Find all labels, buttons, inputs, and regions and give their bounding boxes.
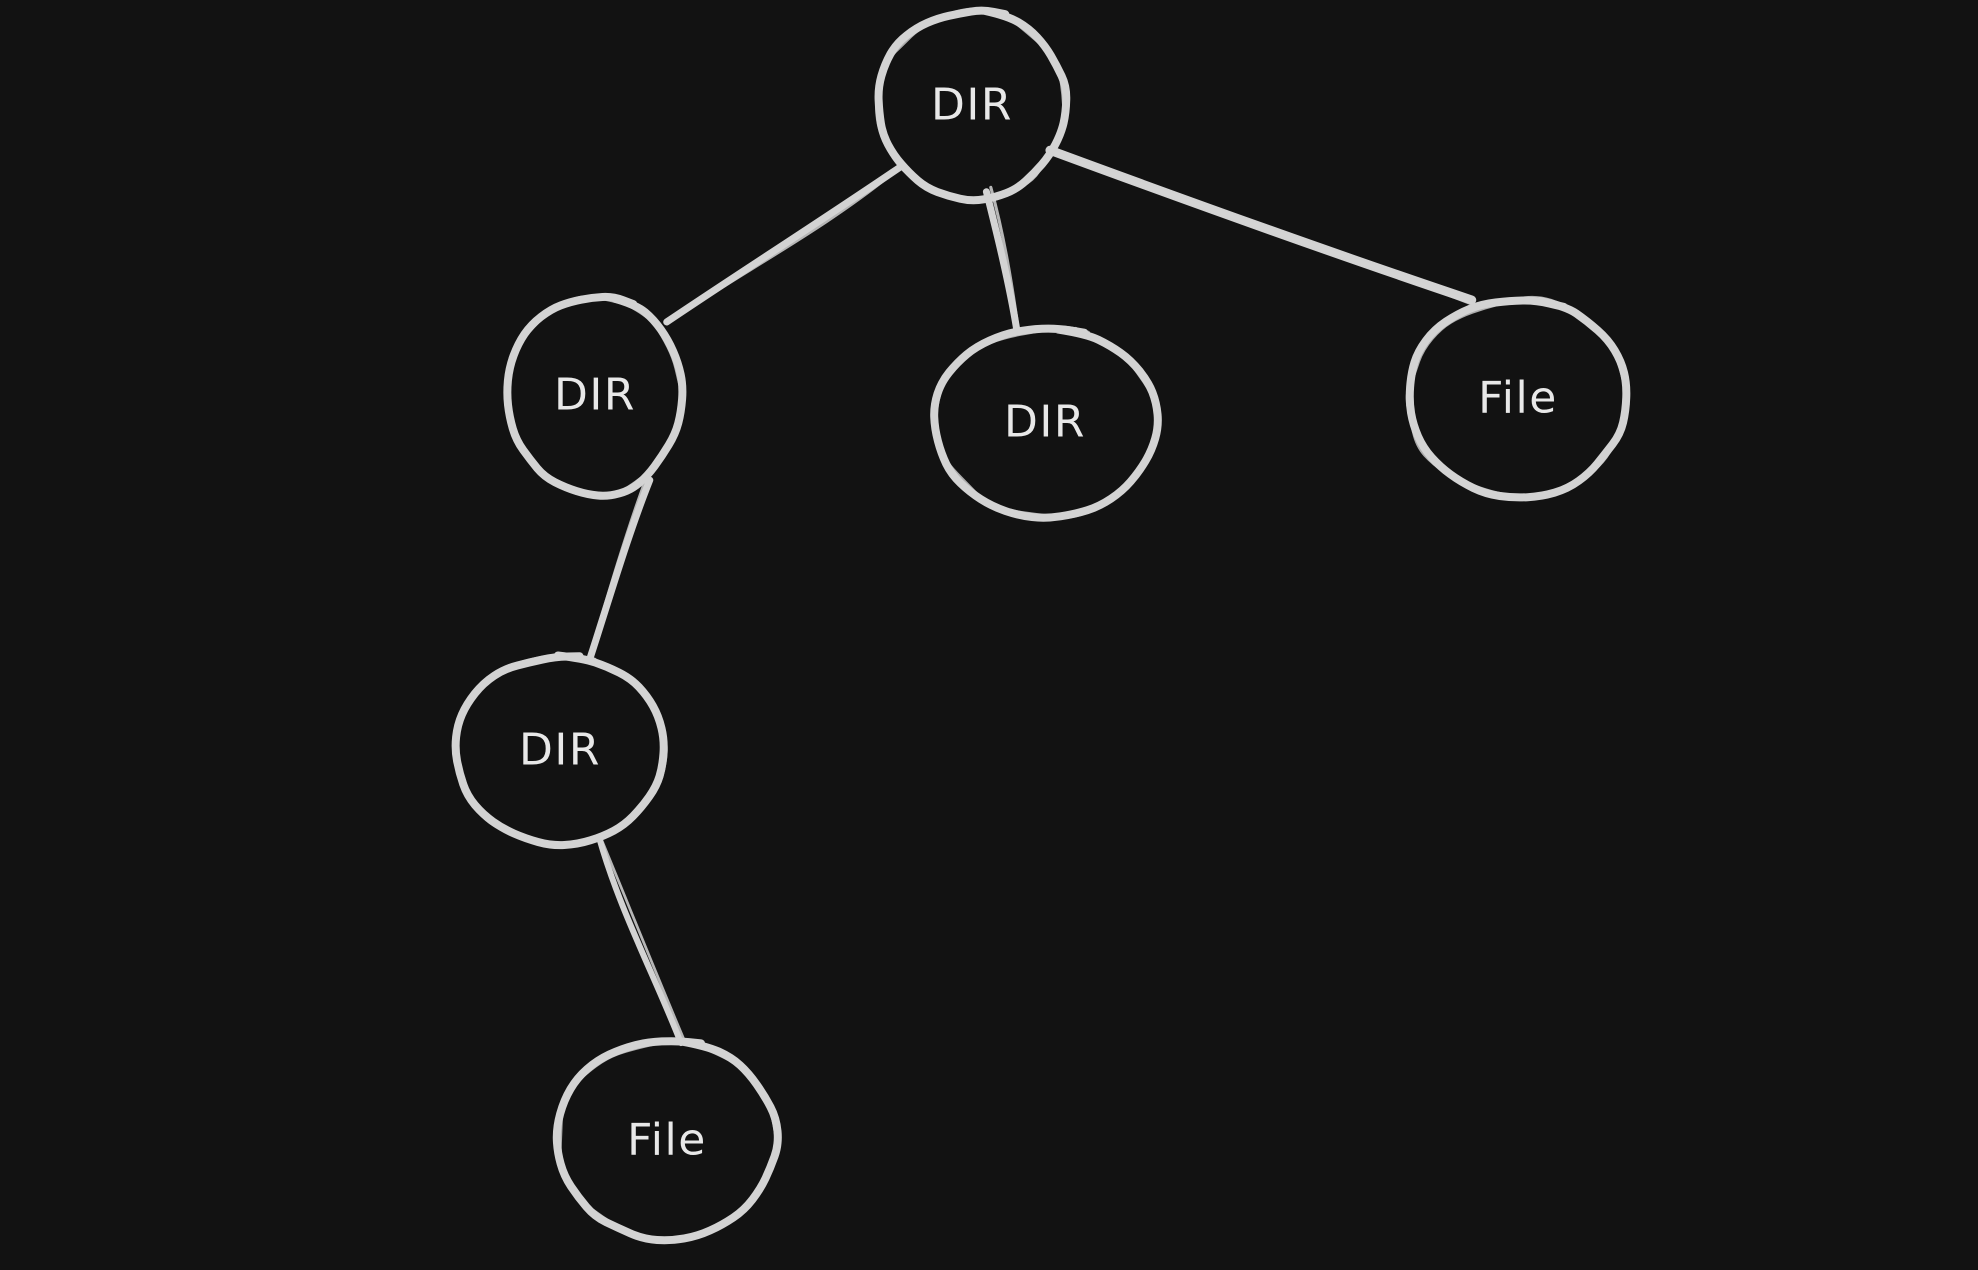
node-ellipse — [1405, 295, 1631, 502]
tree-edge — [982, 185, 1021, 333]
node-label: File — [627, 1115, 707, 1166]
node-label: DIR — [519, 725, 601, 776]
node-label: DIR — [931, 80, 1013, 131]
node-label: File — [1478, 373, 1558, 424]
tree-edge — [585, 476, 654, 664]
tree-node[interactable]: DIR — [451, 651, 668, 850]
node-label: DIR — [554, 370, 636, 421]
tree-node[interactable]: DIR — [874, 6, 1071, 205]
node-label: DIR — [1004, 397, 1086, 448]
tree-edge — [663, 162, 906, 326]
node-ellipse — [552, 1037, 782, 1245]
node-ellipse — [451, 651, 668, 850]
node-ellipse — [874, 6, 1071, 205]
tree-edge — [596, 834, 686, 1047]
node-ellipse — [930, 324, 1162, 522]
tree-node[interactable]: DIR — [503, 292, 687, 500]
tree-node[interactable]: File — [552, 1037, 782, 1245]
tree-edge — [1045, 145, 1477, 306]
tree-node[interactable]: DIR — [930, 324, 1162, 522]
tree-node[interactable]: File — [1405, 295, 1631, 502]
edges-layer — [585, 145, 1477, 1047]
node-ellipse — [503, 292, 687, 500]
